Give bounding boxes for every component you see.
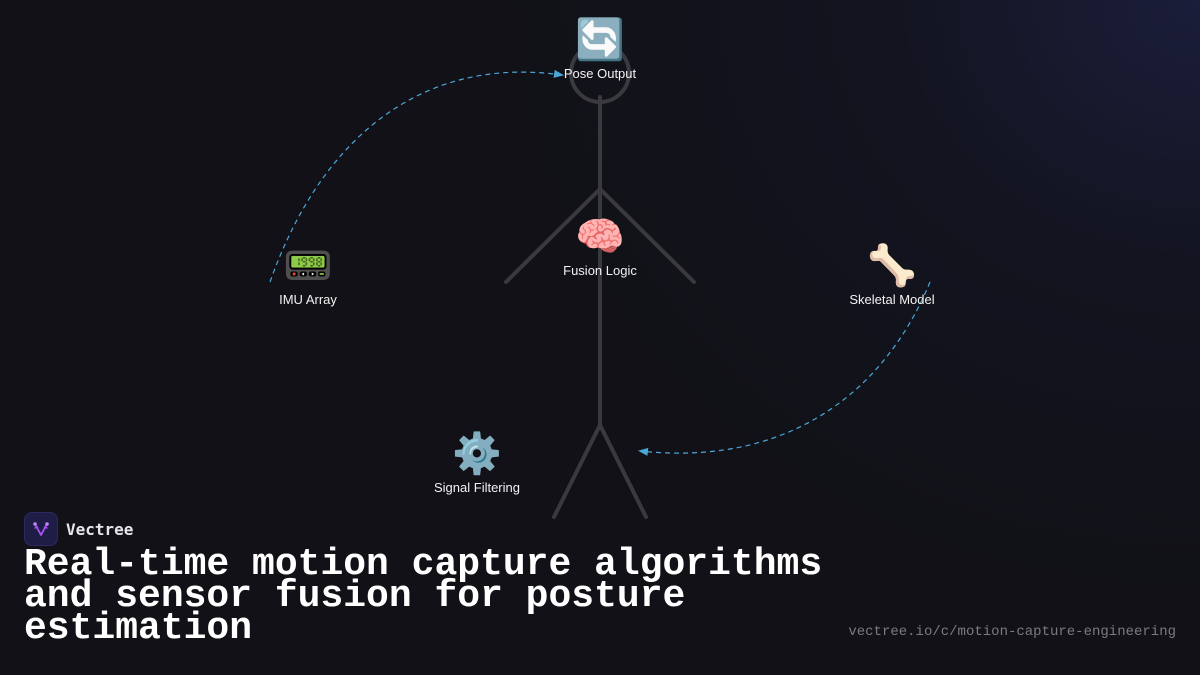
figure-left-arm bbox=[504, 187, 602, 284]
brand-name: Vectree bbox=[66, 519, 134, 539]
bone-icon: 🦴 bbox=[867, 244, 917, 288]
node-skeletal-model[interactable]: 🦴 Skeletal Model bbox=[849, 242, 934, 307]
edge-imu-to-pose bbox=[269, 69, 564, 283]
node-label: IMU Array bbox=[279, 292, 337, 307]
brain-icon: 🧠 bbox=[575, 215, 625, 259]
stick-figure bbox=[504, 42, 696, 519]
node-label: Pose Output bbox=[563, 66, 637, 81]
vectree-logo-icon bbox=[24, 512, 58, 546]
node-label: Signal Filtering bbox=[434, 480, 520, 495]
node-label: Fusion Logic bbox=[563, 263, 637, 278]
figure-right-arm bbox=[598, 187, 696, 284]
page-title: Real-time motion capture algorithms and … bbox=[24, 543, 823, 650]
node-fusion-logic[interactable]: 🧠 Fusion Logic bbox=[563, 213, 637, 278]
node-signal-filtering[interactable]: ⚙️ Signal Filtering bbox=[434, 430, 520, 495]
page-url[interactable]: vectree.io/c/motion-capture-engineering bbox=[848, 624, 1176, 640]
node-pose-output[interactable]: 🔄 Pose Output bbox=[564, 16, 636, 81]
pager-icon: 📟 bbox=[283, 244, 333, 288]
brand: Vectree bbox=[24, 512, 133, 546]
node-imu-array[interactable]: 📟 IMU Array bbox=[279, 242, 337, 307]
node-label: Skeletal Model bbox=[849, 292, 935, 307]
figure-right-leg bbox=[598, 423, 648, 519]
repeat-arrows-icon: 🔄 bbox=[575, 18, 625, 62]
gear-icon: ⚙️ bbox=[452, 432, 502, 476]
figure-left-leg bbox=[552, 423, 602, 519]
edge-skeletal-to-filtering bbox=[638, 281, 931, 456]
